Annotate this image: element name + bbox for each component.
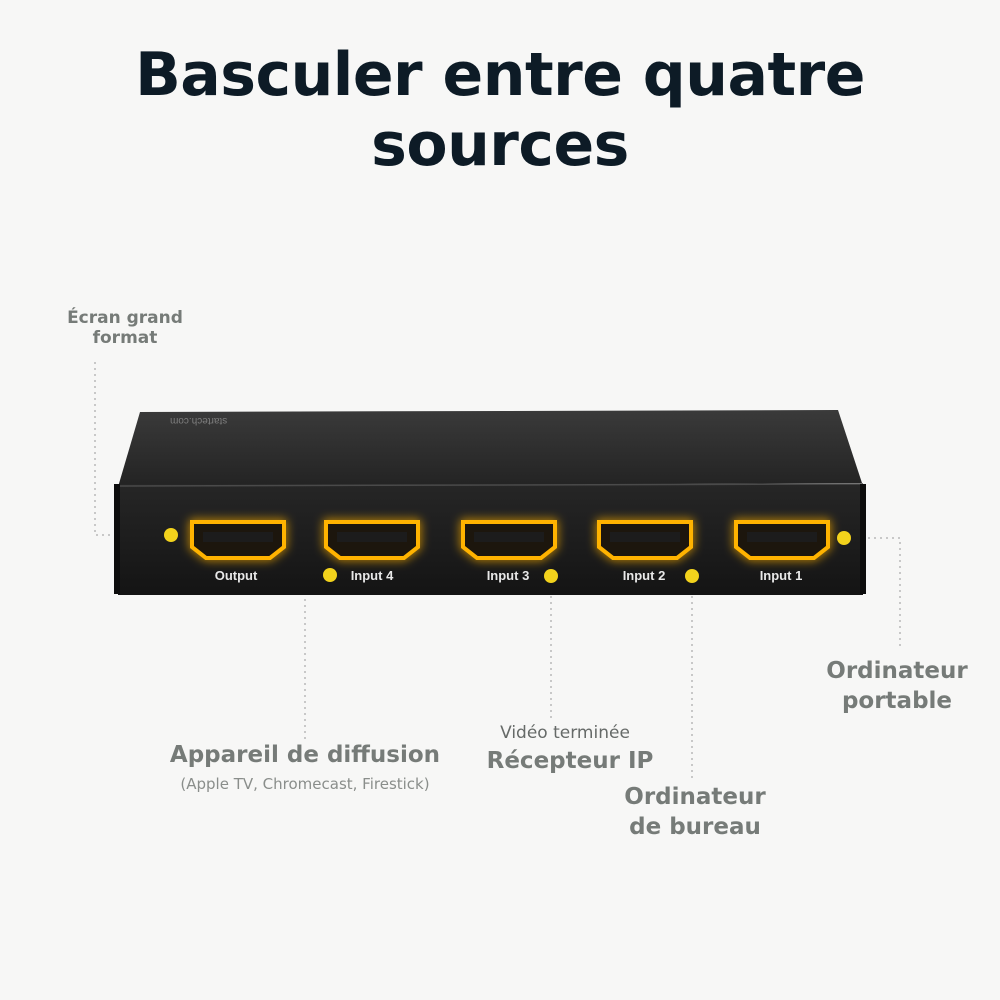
callout-screen-line1: Écran grand xyxy=(67,308,183,328)
port-label-output: Output xyxy=(214,568,258,583)
callout-desktop-line1: Ordinateur xyxy=(624,784,766,810)
callout-ip-line1: Vidéo terminée xyxy=(500,723,630,743)
callout-desktop-line2: de bureau xyxy=(629,814,761,840)
port-label-input-2: Input 2 xyxy=(622,568,666,583)
brand-logo-text: startech.com xyxy=(170,415,228,426)
hdmi-port-input-4 xyxy=(324,520,420,560)
callout-ip-line2: Récepteur IP xyxy=(486,748,654,774)
callout-streaming-title: Appareil de diffusion xyxy=(169,742,441,768)
callout-laptop-line1: Ordinateur xyxy=(826,658,968,684)
led-input-3 xyxy=(544,569,558,583)
callout-laptop: Ordinateur portable xyxy=(812,656,982,716)
port-label-input-4: Input 4 xyxy=(350,568,394,583)
laptop-callout-line xyxy=(868,537,901,650)
led-input-1 xyxy=(837,531,851,545)
switch-top-panel xyxy=(118,410,862,487)
led-output xyxy=(164,528,178,542)
callout-screen: Écran grand format xyxy=(55,308,195,348)
led-input-2 xyxy=(685,569,699,583)
callout-laptop-line2: portable xyxy=(841,688,953,714)
callout-streaming-subtitle: (Apple TV, Chromecast, Firestick) xyxy=(180,775,430,793)
hdmi-port-output xyxy=(190,520,286,560)
hdmi-port-input-3 xyxy=(461,520,557,560)
led-input-4 xyxy=(323,568,337,582)
port-label-input-3: Input 3 xyxy=(486,568,530,583)
hdmi-ports xyxy=(190,520,830,560)
port-label-input-1: Input 1 xyxy=(759,568,803,583)
hdmi-port-input-1 xyxy=(734,520,830,560)
status-leds xyxy=(164,528,851,583)
callout-screen-line2: format xyxy=(92,328,158,348)
callout-desktop: Ordinateur de bureau xyxy=(605,782,785,842)
hdmi-port-input-2 xyxy=(597,520,693,560)
page-title: Basculer entre quatre sources xyxy=(135,40,865,180)
